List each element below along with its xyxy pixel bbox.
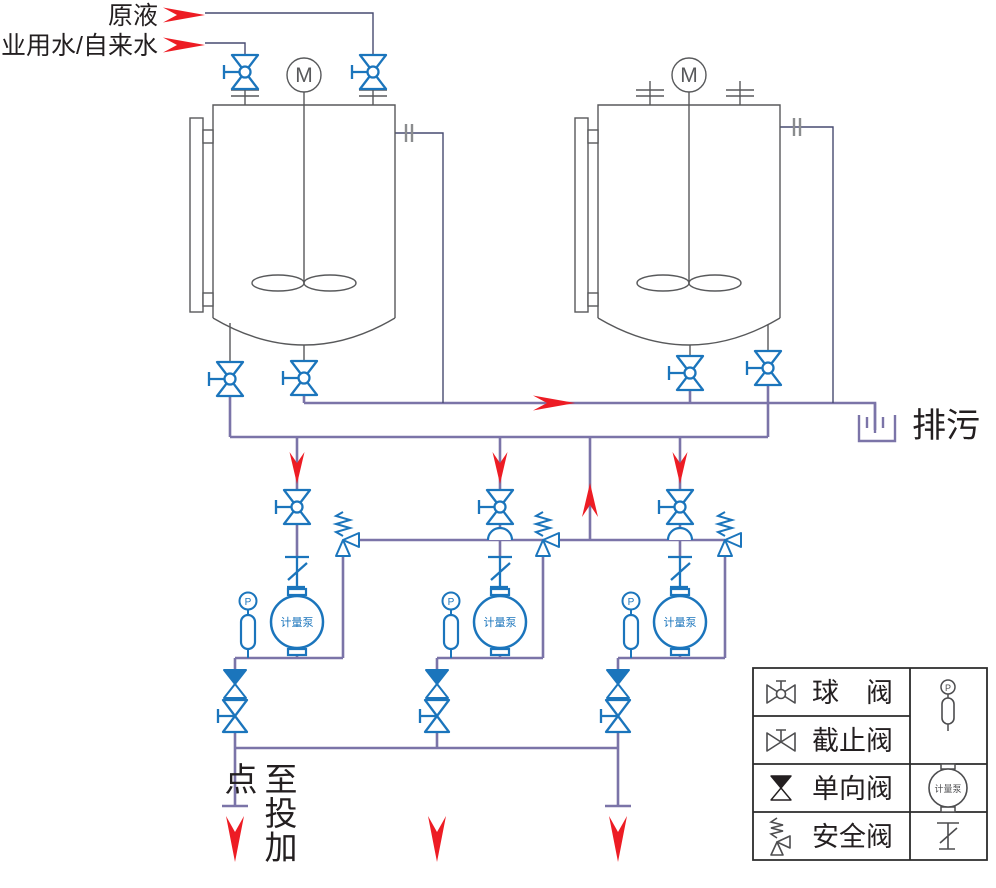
industrial-water-label: 工业用水/自来水 — [0, 32, 158, 60]
globe-valve-2 — [418, 698, 451, 734]
legend-back-pressure-valve-icon — [936, 822, 960, 850]
pump-label: 计量泵 — [484, 616, 517, 629]
pipe-jump-icon — [486, 526, 514, 542]
globe-valve-3 — [599, 698, 632, 734]
pipe-jump-icon — [666, 526, 694, 542]
ball-valve-raw-liquid-inlet — [350, 53, 388, 91]
gauge-label: P — [448, 597, 455, 608]
ball-valve-pump1-suction — [274, 488, 312, 526]
dosing-point-label: 至投加点 — [220, 762, 297, 864]
motor-label-2: M — [680, 64, 698, 87]
ball-valve-tank1-suction — [207, 360, 245, 398]
arrow-down-icon — [428, 816, 446, 862]
legend-safety-valve-icon — [770, 817, 791, 856]
check-valve-3 — [606, 669, 630, 699]
safety-valve-2 — [535, 511, 560, 557]
dosing-outlet-right — [605, 748, 631, 808]
legend-row-label: 安全阀 — [812, 822, 893, 852]
tank1-overflow-line — [395, 132, 444, 403]
ball-valve-tank1-drain — [281, 359, 319, 397]
ball-valve-water-inlet — [222, 53, 260, 91]
industrial-water-line — [205, 42, 246, 55]
ball-valve-pump3-suction — [657, 488, 695, 526]
arrow-down-icon — [609, 816, 627, 862]
pump-label: 计量泵 — [281, 616, 314, 629]
raw-liquid-label: 原液 — [108, 2, 158, 30]
back-pressure-valve-2 — [486, 555, 514, 589]
drain-label: 排污 — [912, 407, 980, 445]
arrow-right-icon — [163, 37, 205, 53]
dosing-outlet-left — [222, 748, 248, 808]
drain-funnel — [857, 403, 897, 443]
gauge-label: P — [628, 597, 635, 608]
pump-label: 计量泵 — [664, 616, 697, 629]
gauge-label: P — [245, 597, 252, 608]
tank2-overflow-line — [780, 126, 834, 403]
legend-check-valve-icon — [770, 775, 792, 801]
legend-gauge-label: P — [945, 683, 951, 693]
ball-valve-tank2-suction — [745, 349, 783, 387]
safety-valve-3 — [717, 511, 742, 557]
globe-valve-1 — [216, 698, 249, 734]
legend-pump-label: 计量泵 — [934, 783, 961, 794]
legend-row-label: 截止阀 — [812, 726, 893, 756]
tank-1 — [189, 57, 396, 362]
check-valve-1 — [223, 669, 247, 699]
back-pressure-valve-3 — [666, 555, 694, 589]
arrow-down-icon — [226, 816, 244, 862]
safety-valve-1 — [335, 511, 360, 557]
arrow-right-icon — [163, 7, 205, 23]
legend-row-label: 单向阀 — [812, 774, 893, 804]
legend-ball-valve-icon — [766, 680, 796, 704]
drain-manifold — [304, 401, 877, 430]
ball-valve-pump2-suction — [477, 488, 515, 526]
raw-liquid-line — [205, 12, 374, 55]
tank-2 — [574, 57, 781, 356]
pump-unit-1: 计量泵 P — [238, 587, 325, 660]
pump-unit-2: 计量泵 P — [441, 587, 528, 660]
motor-label-1: M — [295, 64, 313, 87]
check-valve-2 — [425, 669, 449, 699]
ball-valve-tank2-drain — [667, 354, 705, 392]
flow-arrows — [163, 7, 688, 862]
legend-globe-valve-icon — [766, 729, 796, 752]
pump-unit-3: 计量泵 P — [621, 587, 708, 660]
legend: 球 阀 截止阀 单向阀 安全阀 P 计量泵 — [752, 667, 988, 861]
back-pressure-valve-1 — [283, 555, 311, 589]
legend-row-label: 球 阀 — [812, 678, 893, 708]
